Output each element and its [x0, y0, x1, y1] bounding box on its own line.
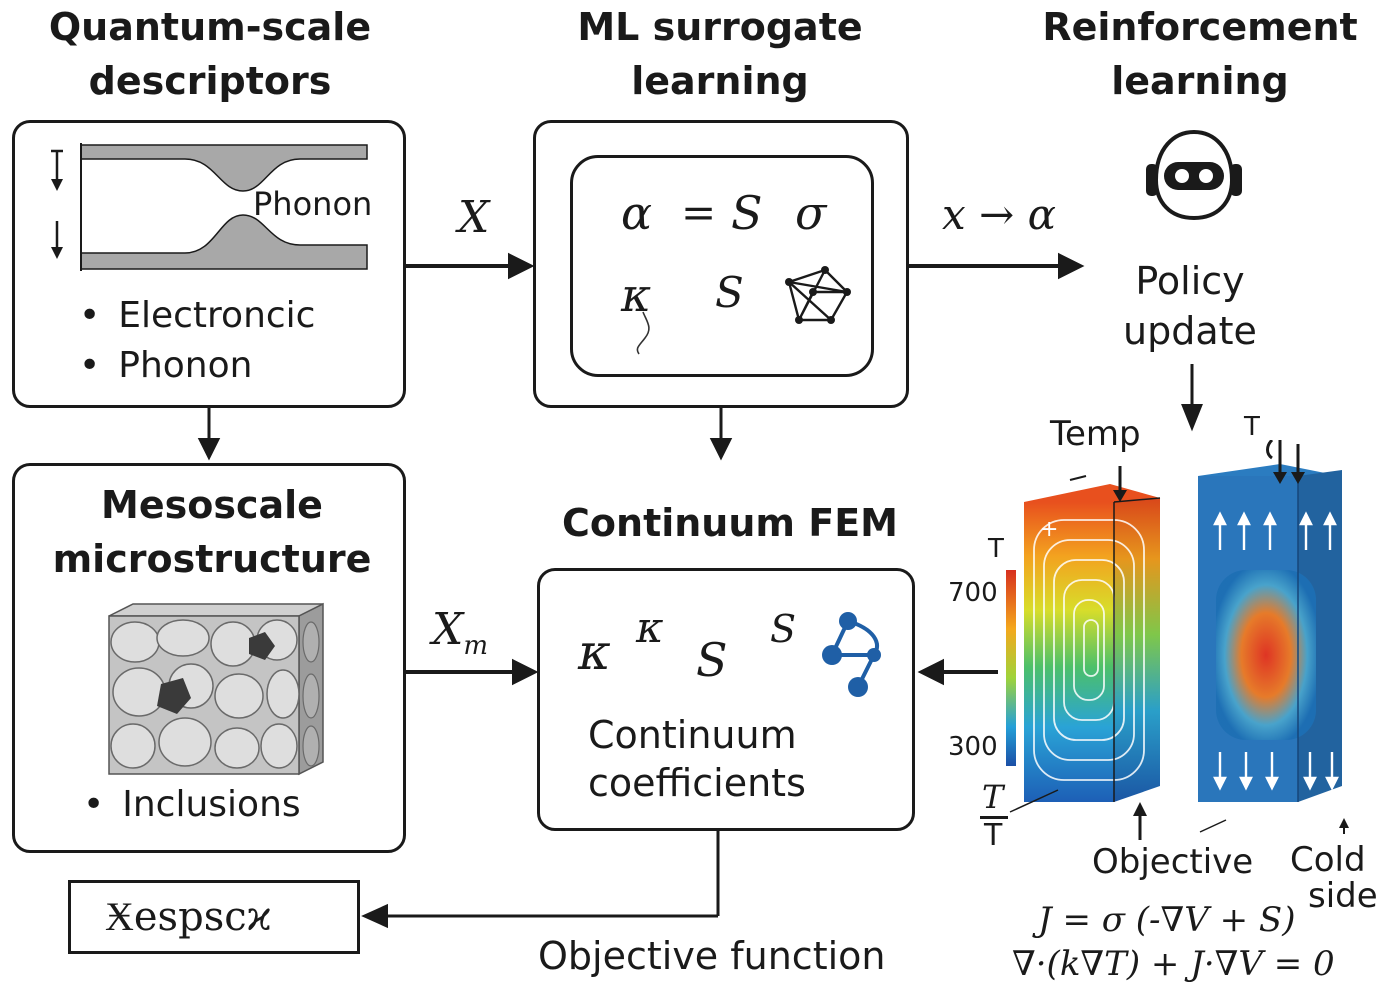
- ml-kappa: κ: [621, 268, 652, 322]
- frac-bottom-t: T: [984, 818, 1003, 853]
- microstructure-cube-icon: [108, 602, 324, 776]
- fem-kappa-2: κ: [636, 603, 664, 652]
- inclusion-1: [157, 678, 191, 714]
- fem-kappa-1: κ: [578, 623, 611, 681]
- policy-update-label: Policy update: [1090, 256, 1290, 356]
- cold-side-line-2: side: [1308, 876, 1378, 916]
- quantum-descriptors-box: Phonon Electroncic Phonon: [12, 120, 406, 408]
- quantum-title-line-2: descriptors: [88, 59, 332, 103]
- continuum-fem-box: κ κ S S Continuum coefficients: [537, 568, 915, 831]
- output-result-text: Ӿespscϰ: [105, 894, 272, 940]
- fem-s-1: S: [696, 633, 728, 687]
- svg-text:+: +: [1040, 517, 1058, 542]
- ml-inner-panel: α = S σ κ S: [570, 155, 874, 377]
- equation-current: J = σ (-∇V + S): [1038, 900, 1296, 940]
- rl-title-line-2: learning: [1111, 59, 1289, 103]
- fem-title: Continuum FEM: [562, 501, 898, 545]
- colorbar-max: 700: [948, 578, 998, 608]
- scribble-icon: [636, 311, 650, 355]
- fem-caption: Continuum coefficients: [588, 711, 806, 807]
- quantum-title-line-1: Quantum-scale: [48, 5, 372, 49]
- policy-line-2: update: [1123, 309, 1257, 353]
- arrow-label-xm-sub: m: [463, 630, 488, 661]
- rl-title: Reinforcement learning: [1000, 0, 1400, 108]
- down-arrow-icon: [51, 149, 63, 191]
- cold-side-line-1: Cold: [1290, 840, 1366, 880]
- phonon-band-label: Phonon: [253, 185, 373, 223]
- output-result-box: Ӿespscϰ: [68, 880, 360, 954]
- ml-s-2: S: [715, 268, 744, 317]
- bullet-phonon: Phonon: [79, 345, 252, 386]
- arrow-label-xm-main: X: [432, 604, 464, 655]
- robot-head-icon: [1146, 129, 1242, 221]
- ml-equals: =: [681, 188, 717, 237]
- meso-title-line-2: microstructure: [52, 537, 372, 581]
- ml-surrogate-box: α = S σ κ S: [533, 120, 909, 408]
- lower-band-fill: [80, 214, 368, 270]
- meso-title-line-1: Mesoscale: [101, 483, 323, 527]
- ml-sigma: σ: [795, 186, 827, 240]
- ml-title: ML surrogate learning: [520, 0, 920, 108]
- frac-bar: [980, 816, 1008, 819]
- policy-line-1: Policy: [1135, 259, 1245, 303]
- fem-caption-line-2: coefficients: [588, 761, 806, 805]
- bullet-electronic: Electroncic: [79, 295, 315, 336]
- mesoscale-box: Mesoscale microstructure Inclusions: [12, 463, 406, 853]
- frac-top-t: T: [982, 778, 1004, 816]
- down-arrow-icon: [51, 221, 63, 259]
- bullet-inclusions: Inclusions: [83, 784, 300, 825]
- phonon-band-diagram: [51, 143, 368, 271]
- cold-side-label: Cold side: [1290, 842, 1378, 914]
- ml-title-line-1: ML surrogate: [577, 5, 863, 49]
- rl-title-line-1: Reinforcement: [1042, 5, 1358, 49]
- equation-heat: ∇·(k∇T) + J·∇V = 0: [1012, 944, 1335, 984]
- ml-alpha: α: [621, 186, 653, 240]
- objective-function-label: Objective function: [538, 934, 886, 978]
- molecule-icon: [822, 612, 881, 697]
- temp-label: Temp: [1050, 414, 1141, 454]
- objective-label: Objective: [1092, 842, 1254, 882]
- fem-s-2: S: [770, 607, 797, 651]
- ml-s: S: [731, 186, 763, 240]
- colorbar-title: T: [988, 534, 1004, 564]
- mesoscale-title: Mesoscale microstructure: [15, 478, 409, 586]
- upper-band-fill: [80, 144, 368, 192]
- cold-t-label: T: [1244, 412, 1260, 442]
- arrow-label-x: X: [458, 192, 490, 243]
- colorbar-min: 300: [948, 732, 998, 762]
- fem-caption-line-1: Continuum: [588, 713, 797, 757]
- inclusion-2: [249, 632, 275, 660]
- arrow-label-xm: Xm: [432, 604, 488, 661]
- temperature-block-render: +: [1006, 440, 1349, 840]
- ml-title-line-2: learning: [631, 59, 809, 103]
- quantum-title: Quantum-scale descriptors: [10, 0, 410, 108]
- arrow-label-x-to-alpha: x → α: [942, 190, 1056, 239]
- network-graph-icon: [785, 266, 851, 324]
